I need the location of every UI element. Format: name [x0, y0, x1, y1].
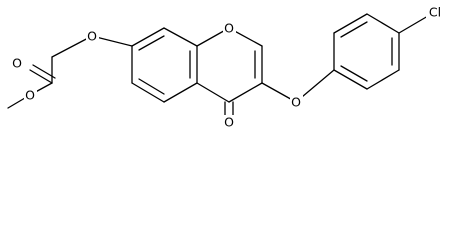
- bond-carbonyl-double-b: [32, 64, 56, 79]
- bond-c3-c4: [228, 82, 263, 103]
- atom-o-pyran-ring-label: O: [224, 21, 234, 36]
- bond-lines: [7, 13, 429, 122]
- bond-ph-6: [333, 69, 368, 90]
- atom-o-ketone-label: O: [224, 115, 234, 130]
- atom-o-ether-left: O: [86, 28, 99, 44]
- bond-c4-c4a: [196, 82, 230, 103]
- chemical-structure-diagram: O O O O O O Cl: [7, 4, 444, 130]
- atom-o-ester-single-label: O: [25, 88, 35, 103]
- atom-o-ester-single: O: [24, 87, 37, 103]
- atom-o-carbonyl-ester-label: O: [12, 56, 22, 71]
- bond-carbonyl-double-a: [29, 69, 53, 84]
- bond-inner-c5-c6: [138, 78, 165, 95]
- atom-o-carbonyl-ester: O: [11, 55, 24, 71]
- atom-o-aryl-ether: O: [290, 94, 303, 110]
- bond-inner-c7-c8: [138, 35, 165, 51]
- bond-ph-inner-a: [340, 21, 368, 38]
- atom-o-ketone: O: [223, 115, 236, 130]
- bond-c8-c8a: [163, 27, 198, 47]
- atom-o-ether-left-label: O: [87, 29, 97, 44]
- bond-ph-5: [366, 69, 400, 90]
- bond-ph-3: [366, 13, 400, 34]
- bond-c7-c8: [131, 27, 165, 47]
- atom-cl-label: Cl: [429, 5, 441, 20]
- atom-cl: Cl: [426, 4, 444, 20]
- bond-ph-2: [333, 13, 368, 34]
- bond-ph-cl: [398, 15, 429, 34]
- atom-o-aryl-ether-label: O: [291, 95, 301, 110]
- bond-c5-c6: [131, 82, 165, 103]
- atom-o-pyran-ring: O: [223, 20, 236, 36]
- bond-ph-inner-c: [340, 65, 368, 82]
- bond-c4a-c5: [163, 82, 198, 103]
- bond-ch2-o: [51, 35, 93, 58]
- atom-labels: O O O O O O Cl: [11, 4, 444, 130]
